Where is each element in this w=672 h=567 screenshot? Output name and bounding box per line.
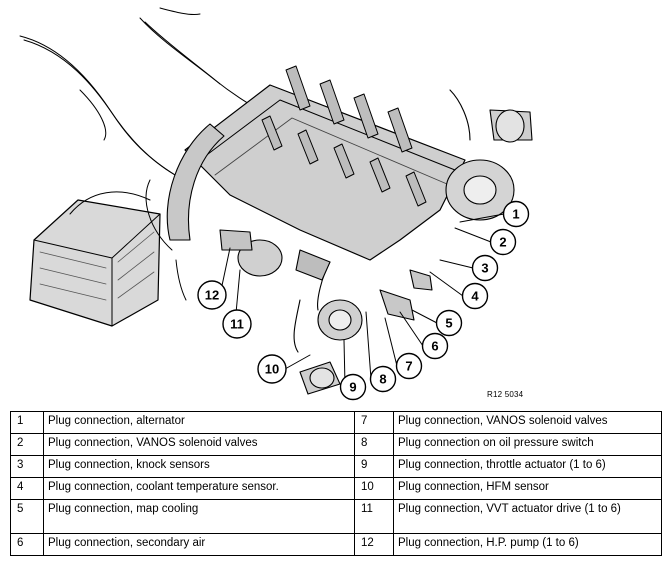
- callout-11: 11: [222, 309, 252, 339]
- legend-number: 7: [354, 411, 394, 434]
- legend-number: 1: [10, 411, 44, 434]
- svg-text:4: 4: [471, 289, 479, 304]
- callout-5: 5: [435, 309, 463, 337]
- svg-text:3: 3: [481, 261, 488, 276]
- engine-harness-diagram: 1 2 3 4 5 6 7 8 9 10 11 12: [19, 7, 533, 401]
- svg-text:11: 11: [230, 317, 244, 332]
- legend-number: 2: [10, 433, 44, 456]
- legend-text: Plug connection, coolant temperature sen…: [43, 477, 355, 500]
- svg-text:1: 1: [512, 207, 519, 222]
- legend-text: Plug connection, VANOS solenoid valves: [43, 433, 355, 456]
- svg-text:12: 12: [205, 288, 219, 303]
- legend-text: Plug connection, VANOS solenoid valves: [393, 411, 662, 434]
- figure-reference-code: R12 5034: [487, 390, 524, 399]
- legend-number: 12: [354, 533, 394, 556]
- legend-text: Plug connection, knock sensors: [43, 455, 355, 478]
- callout-4: 4: [461, 282, 489, 310]
- legend-row: 4 Plug connection, coolant temperature s…: [10, 477, 662, 500]
- legend-text: Plug connection, HFM sensor: [393, 477, 662, 500]
- legend-row: 5 Plug connection, map cooling 11 Plug c…: [10, 499, 662, 534]
- callout-7: 7: [395, 352, 423, 380]
- svg-text:7: 7: [405, 359, 412, 374]
- legend-row: 2 Plug connection, VANOS solenoid valves…: [10, 433, 662, 456]
- callout-6: 6: [421, 332, 449, 360]
- legend-number: 10: [354, 477, 394, 500]
- callout-2: 2: [489, 228, 517, 256]
- callout-8: 8: [369, 365, 397, 393]
- legend-text: Plug connection, VVT actuator drive (1 t…: [393, 499, 662, 534]
- ignition-coils: [261, 65, 427, 207]
- legend-number: 9: [354, 455, 394, 478]
- svg-text:2: 2: [499, 235, 506, 250]
- wiring-strands: [19, 7, 276, 251]
- callout-12: 12: [197, 280, 227, 310]
- callout-3: 3: [471, 254, 499, 282]
- legend-number: 5: [10, 499, 44, 534]
- svg-text:6: 6: [431, 339, 438, 354]
- legend-number: 11: [354, 499, 394, 534]
- diagram-svg: 1 2 3 4 5 6 7 8 9 10 11 12: [19, 7, 533, 401]
- legend-text: Plug connection, throttle actuator (1 to…: [393, 455, 662, 478]
- control-unit-drawing: [29, 191, 161, 327]
- svg-text:8: 8: [379, 372, 386, 387]
- legend-text: Plug connection, secondary air: [43, 533, 355, 556]
- components: [219, 89, 533, 395]
- legend-row: 6 Plug connection, secondary air 12 Plug…: [10, 533, 662, 556]
- legend-table: 1 Plug connection, alternator 7 Plug con…: [10, 411, 662, 556]
- callout-9: 9: [339, 373, 367, 401]
- legend-number: 4: [10, 477, 44, 500]
- legend-text: Plug connection on oil pressure switch: [393, 433, 662, 456]
- legend-text: Plug connection, map cooling: [43, 499, 355, 534]
- intake-pipe: [166, 123, 225, 301]
- legend-row: 3 Plug connection, knock sensors 9 Plug …: [10, 455, 662, 478]
- svg-text:10: 10: [265, 362, 279, 377]
- legend-row: 1 Plug connection, alternator 7 Plug con…: [10, 411, 662, 434]
- svg-text:5: 5: [445, 316, 452, 331]
- legend-number: 6: [10, 533, 44, 556]
- legend-text: Plug connection, alternator: [43, 411, 355, 434]
- callout-1: 1: [502, 200, 530, 228]
- legend-text: Plug connection, H.P. pump (1 to 6): [393, 533, 662, 556]
- legend-number: 3: [10, 455, 44, 478]
- svg-text:9: 9: [349, 380, 356, 395]
- legend-number: 8: [354, 433, 394, 456]
- callout-10: 10: [257, 354, 287, 384]
